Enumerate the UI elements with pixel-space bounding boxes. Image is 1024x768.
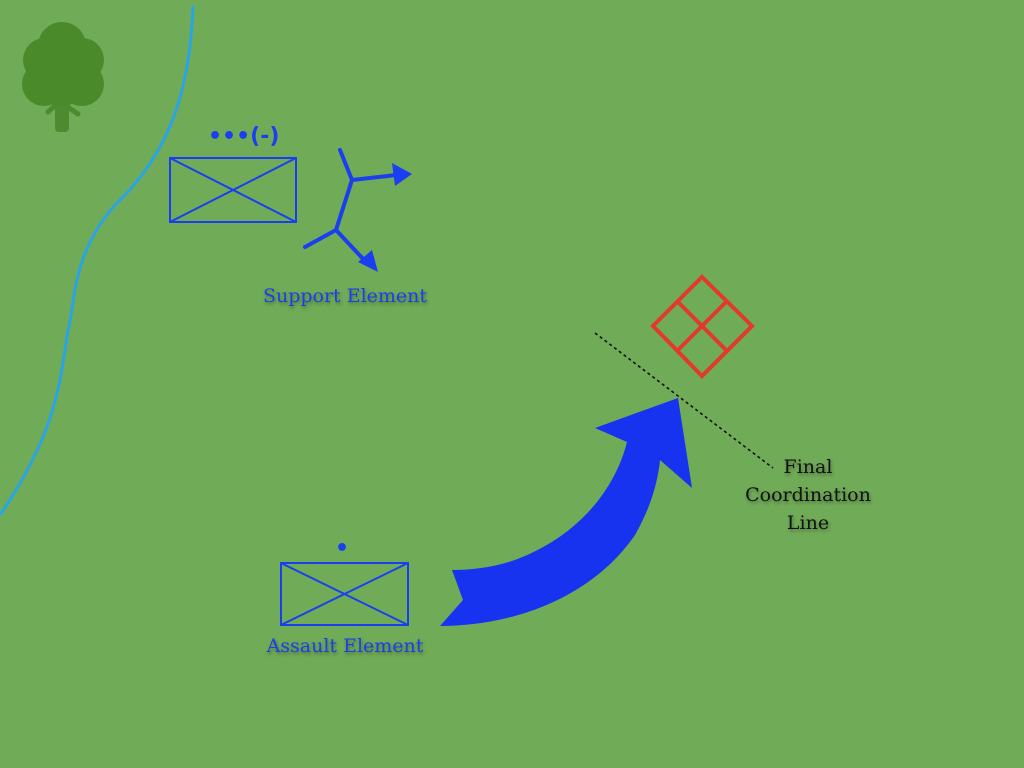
fcl-label-line-2: Coordination (745, 484, 871, 506)
stream-line (0, 5, 195, 516)
final-coordination-line (594, 332, 774, 469)
final-coordination-line-label: Final Coordination Line (728, 453, 888, 537)
fcl-label-line-3: Line (786, 512, 830, 534)
enemy-obstacle-diamond-icon (650, 274, 755, 379)
support-by-fire-arrows-icon (303, 148, 398, 264)
sbf-arrowhead-upper (392, 163, 412, 186)
fcl-label-line-1: Final (783, 456, 833, 478)
sbf-arrowhead-lower (358, 250, 378, 272)
assault-element-label: Assault Element (266, 635, 424, 657)
main-attack-arrow-icon (440, 398, 692, 626)
assault-unit-symbol (280, 562, 409, 626)
support-echelon-marker: •••(-) (208, 124, 280, 149)
tree-icon (22, 22, 104, 132)
support-unit-symbol (169, 157, 297, 223)
assault-echelon-marker: • (335, 536, 350, 561)
support-element-label: Support Element (262, 285, 428, 307)
